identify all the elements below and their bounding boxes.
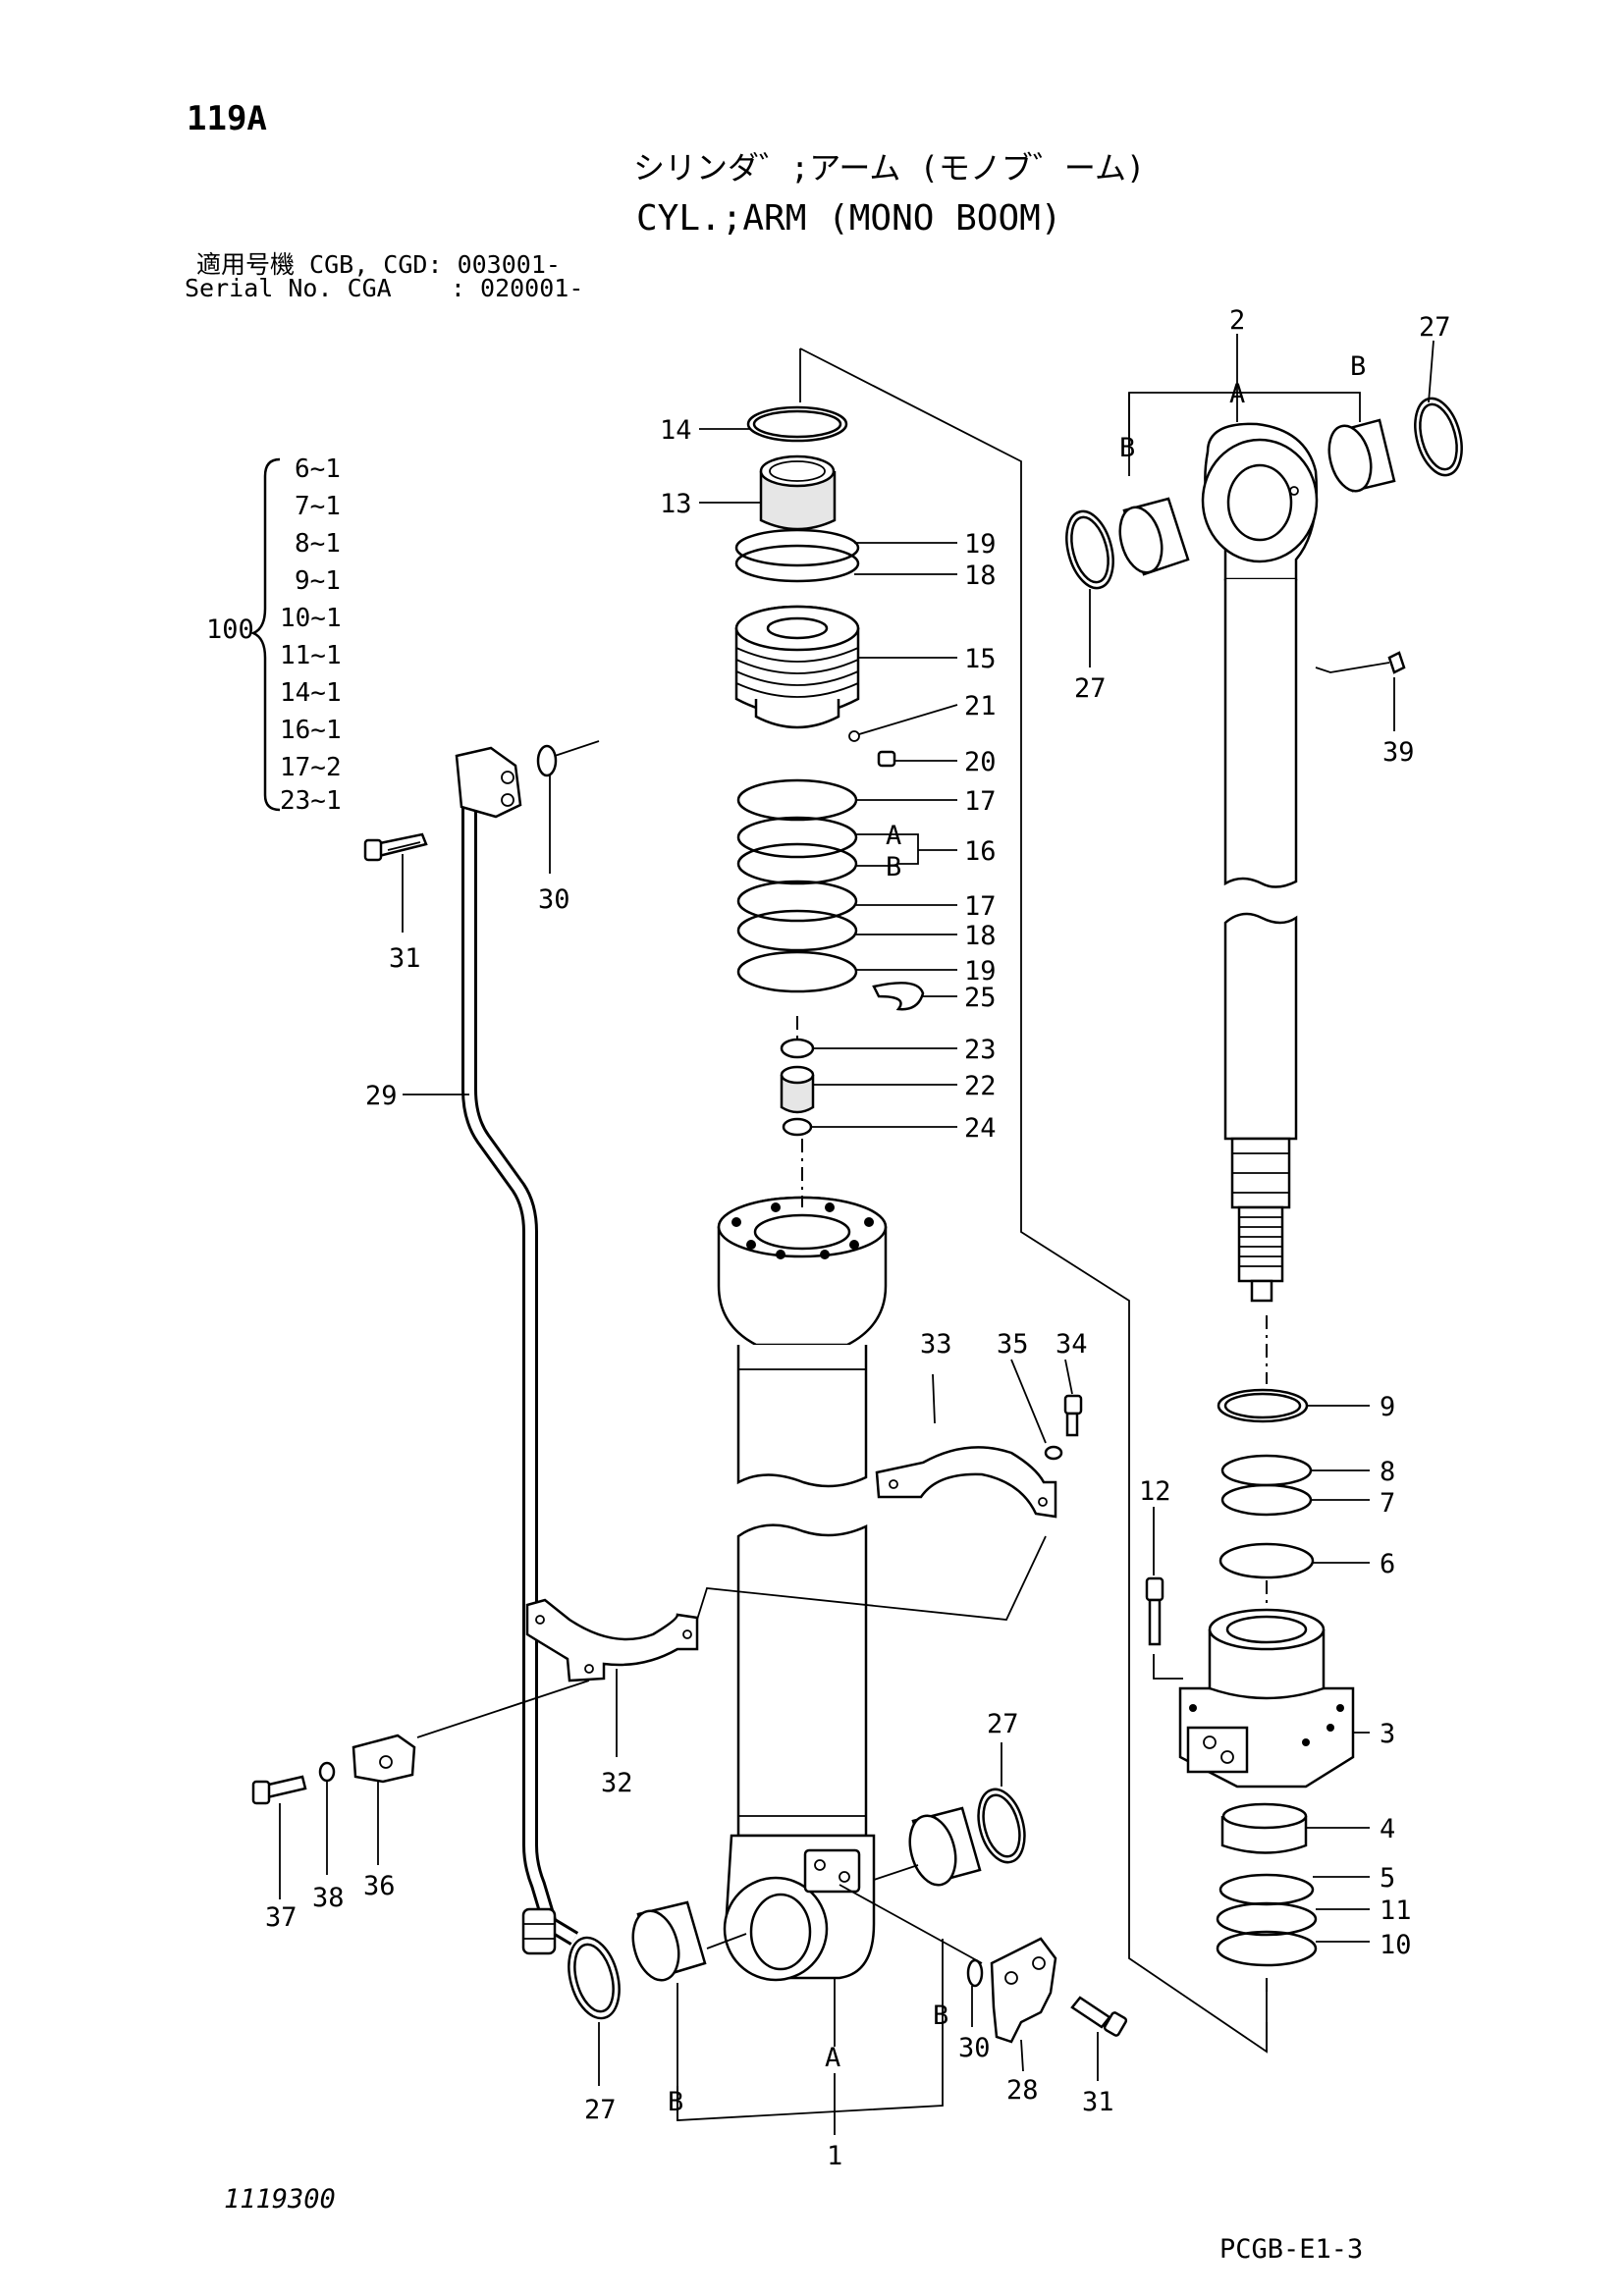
callout-27: 27: [584, 2095, 617, 2125]
callout-5: 5: [1380, 1863, 1395, 1894]
callout-27: 27: [987, 1709, 1019, 1739]
page-id: 119A: [187, 99, 267, 138]
callout-27: 27: [1074, 673, 1107, 704]
callout-18: 18: [964, 561, 997, 591]
bushings-drawing: [568, 397, 1463, 2020]
kit-item: 17~2: [280, 753, 342, 782]
callout-leaders: [279, 334, 1435, 2135]
kit-item: 8~1: [295, 529, 341, 559]
kit-item: 7~1: [295, 492, 341, 521]
callout-23: 23: [964, 1035, 997, 1065]
callout-B: B: [933, 2001, 948, 2031]
callout-27: 27: [1419, 312, 1451, 343]
callout-24: 24: [964, 1113, 997, 1144]
seal-kit-list: 100 6~1 7~1 8~1 9~1 10~1 11~1 14~1 16~1 …: [206, 454, 342, 816]
kit-number: 100: [206, 614, 254, 645]
callout-17: 17: [964, 891, 997, 922]
callout-A: A: [886, 821, 901, 851]
callout-20: 20: [964, 747, 997, 777]
callout-32: 32: [601, 1768, 633, 1798]
callout-33: 33: [920, 1329, 952, 1360]
callout-B: B: [886, 852, 901, 882]
callout-13: 13: [660, 489, 692, 519]
callout-7: 7: [1380, 1488, 1395, 1519]
callout-18: 18: [964, 921, 997, 951]
callout-B: B: [668, 2087, 683, 2117]
callout-30: 30: [958, 2033, 991, 2063]
callout-labels: 14 13 19 18 15 21 20 17 A B 16 17 18 19 …: [265, 305, 1451, 2171]
callout-B: B: [1350, 351, 1366, 382]
title-english: CYL.;ARM (MONO BOOM): [636, 198, 1061, 239]
callout-11: 11: [1380, 1896, 1412, 1926]
serial-applicability-line2: Serial No. CGA : 020001-: [185, 274, 583, 302]
callout-29: 29: [365, 1081, 398, 1111]
callout-31: 31: [1082, 2087, 1114, 2117]
callout-38: 38: [312, 1883, 345, 1913]
callout-21: 21: [964, 691, 997, 721]
callout-9: 9: [1380, 1392, 1395, 1422]
cylinder-barrel-drawing: [717, 1139, 888, 1982]
kit-item: 6~1: [295, 454, 341, 484]
callout-8: 8: [1380, 1457, 1395, 1487]
kit-item: 10~1: [280, 604, 342, 633]
callout-4: 4: [1380, 1814, 1395, 1844]
clamps-drawing: [251, 1394, 1128, 2044]
callout-A: A: [825, 2043, 840, 2073]
callout-31: 31: [389, 943, 421, 974]
callout-16: 16: [964, 836, 997, 867]
callout-B: B: [1119, 433, 1135, 463]
callout-3: 3: [1380, 1719, 1395, 1749]
serial-applicability-line1: 適用号機 CGB, CGD: 003001-: [196, 250, 561, 279]
kit-item: 14~1: [280, 678, 342, 708]
page-code: PCGB-E1-3: [1219, 2234, 1363, 2265]
piston-stack-drawing: [734, 405, 925, 1137]
callout-35: 35: [997, 1329, 1029, 1360]
kit-item: 11~1: [280, 641, 342, 670]
callout-19: 19: [964, 529, 997, 560]
callout-12: 12: [1139, 1476, 1171, 1507]
callout-36: 36: [363, 1871, 396, 1901]
callout-37: 37: [265, 1902, 298, 1933]
callout-34: 34: [1056, 1329, 1088, 1360]
callout-15: 15: [964, 644, 997, 674]
callout-25: 25: [964, 983, 997, 1013]
callout-28: 28: [1006, 2075, 1039, 2106]
piston-rod-drawing: [1145, 422, 1406, 1967]
drawing-number: 1119300: [224, 2184, 336, 2215]
callout-A: A: [1229, 379, 1245, 409]
kit-item: 23~1: [280, 786, 342, 816]
pipe-assembly-drawing: [363, 740, 600, 1955]
callout-1: 1: [827, 2141, 842, 2171]
title-japanese: シリンダ゛;アーム (モノブ゛ーム): [633, 149, 1145, 187]
callout-30: 30: [538, 884, 570, 915]
callout-10: 10: [1380, 1930, 1412, 1960]
callout-17: 17: [964, 786, 997, 817]
kit-item: 16~1: [280, 716, 342, 745]
kit-item: 9~1: [295, 566, 341, 596]
callout-22: 22: [964, 1071, 997, 1101]
callout-6: 6: [1380, 1549, 1395, 1579]
callout-19: 19: [964, 956, 997, 987]
callout-14: 14: [660, 415, 692, 446]
callout-39: 39: [1382, 737, 1415, 768]
assembly-guide-lines: [416, 347, 1268, 2054]
callout-2: 2: [1229, 305, 1245, 336]
